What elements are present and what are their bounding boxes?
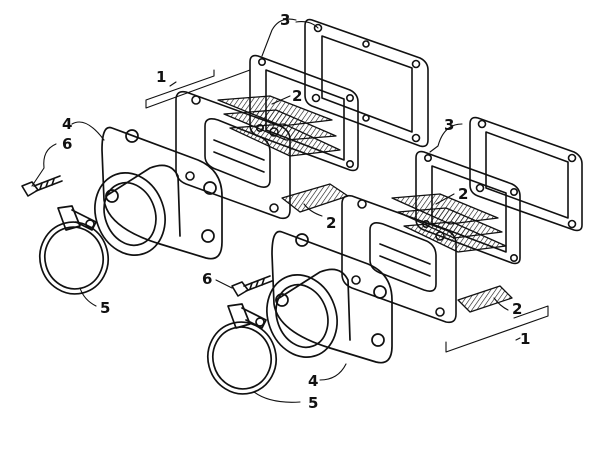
gasket-upper [304,18,429,148]
reed-block-lower [341,194,457,324]
callout-1-lower: 1 [520,330,530,348]
callout-2-lower-b: 2 [512,300,522,318]
screw-upper [21,175,63,197]
leader-lines [31,18,549,403]
hose-clamp-upper [39,205,109,295]
intake-adapter-upper [94,126,223,260]
callout-6-lower: 6 [202,270,212,288]
callout-4-lower: 4 [308,372,318,390]
callout-6-upper: 6 [62,135,72,153]
hose-clamp-lower [207,303,277,395]
callout-2-upper-a: 2 [292,87,302,105]
intake-adapter-lower [266,230,393,364]
callout-2-upper-b: 2 [326,214,336,232]
callout-labels: 1 1 2 2 2 2 3 3 4 4 5 5 6 6 [62,11,530,412]
callout-5-upper: 5 [100,299,110,317]
callout-3-upper: 3 [280,11,290,29]
screw-lower [231,275,273,297]
reed-petals-upper [217,95,349,213]
callout-1-upper: 1 [156,68,166,86]
callout-4-upper: 4 [62,115,72,133]
callout-2-lower-a: 2 [458,185,468,203]
callout-3-lower: 3 [444,116,454,134]
gasket-lower [469,116,583,232]
callout-5-lower: 5 [308,394,318,412]
reed-petals-lower [391,193,513,313]
